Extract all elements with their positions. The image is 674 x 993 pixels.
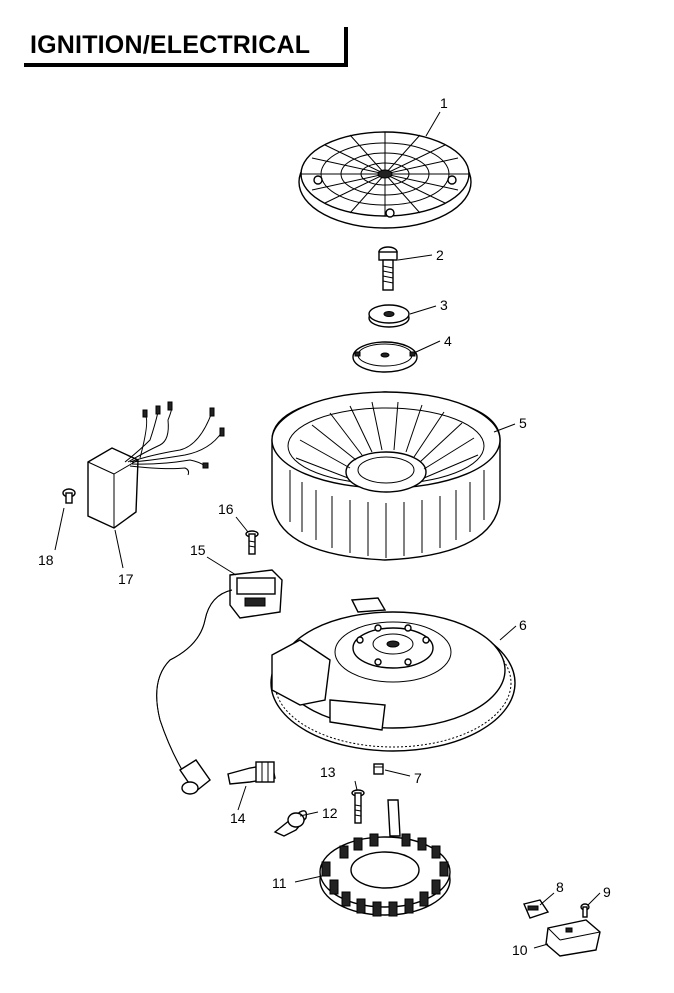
part-5-fan — [271, 391, 501, 561]
part-9-screw — [580, 903, 590, 918]
callout-2: 2 — [436, 247, 444, 263]
callout-1: 1 — [440, 95, 448, 111]
callout-12: 12 — [322, 805, 338, 821]
part-7-key — [373, 763, 384, 775]
part-2-bolt — [378, 246, 398, 291]
callout-13: 13 — [320, 764, 336, 780]
callout-11: 11 — [272, 875, 287, 891]
callout-labels: 1 2 3 4 5 6 7 8 9 10 11 12 13 14 15 16 1… — [38, 95, 611, 958]
part-16-screw — [245, 530, 259, 555]
part-14-spark-plug — [227, 761, 276, 785]
part-8-connector — [523, 899, 550, 919]
part-4-fan-plate — [352, 341, 418, 373]
callout-5: 5 — [519, 415, 527, 431]
callout-14: 14 — [230, 810, 246, 826]
part-12-clamp — [273, 810, 308, 837]
callout-7: 7 — [414, 770, 422, 786]
callout-9: 9 — [603, 884, 611, 900]
section-title: IGNITION/ELECTRICAL — [30, 31, 311, 59]
callout-leaders — [54, 111, 601, 949]
part-3-washer — [368, 304, 410, 328]
part-1-grass-screen — [298, 131, 472, 229]
callout-16: 16 — [218, 501, 234, 517]
section-title-box: IGNITION/ELECTRICAL — [24, 27, 348, 67]
part-17-rectifier-harness — [87, 401, 225, 529]
part-11-stator — [319, 799, 451, 917]
callout-18: 18 — [38, 552, 54, 568]
callout-10: 10 — [512, 942, 528, 958]
part-15-ignition-module — [156, 569, 283, 795]
callout-6: 6 — [519, 617, 527, 633]
callout-3: 3 — [440, 297, 448, 313]
callout-17: 17 — [118, 571, 134, 587]
callout-4: 4 — [444, 333, 452, 349]
callout-15: 15 — [190, 542, 206, 558]
callout-8: 8 — [556, 879, 564, 895]
part-6-flywheel — [270, 597, 516, 752]
part-10-regulator — [545, 919, 601, 957]
part-13-screw — [351, 789, 365, 824]
part-18-screw — [62, 488, 76, 504]
